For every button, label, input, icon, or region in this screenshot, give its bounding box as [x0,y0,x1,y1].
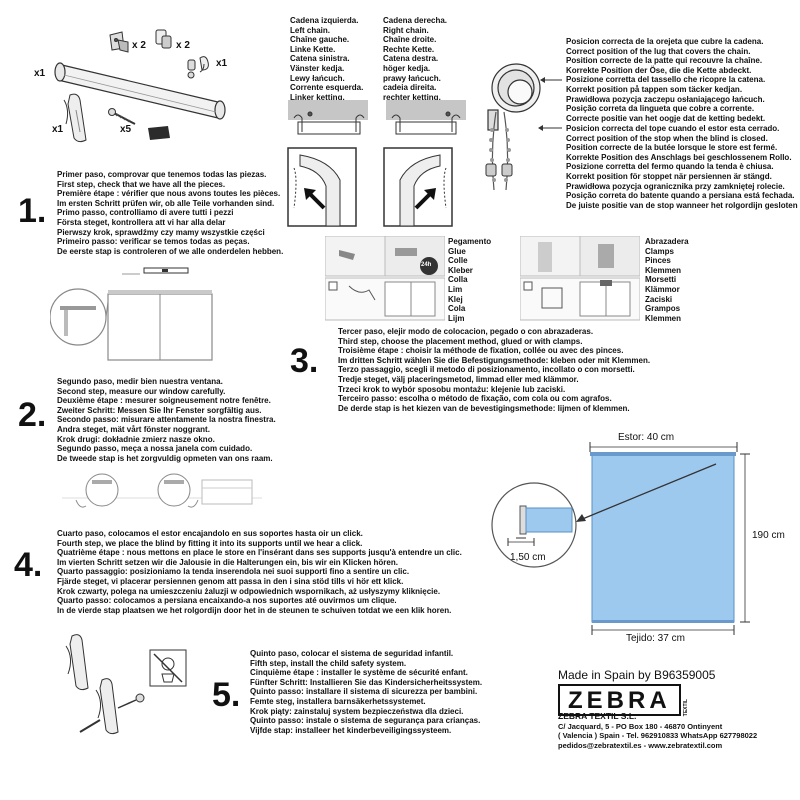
child-safety-illustration [58,628,198,748]
level-tool-icon [143,267,189,274]
company-info: ZEBRA TEXTIL S.L. C/ Jacquard, 5 - PO Bo… [558,711,758,750]
screw-icon [79,693,145,733]
tejido-width-label: Tejido: 37 cm [626,633,685,644]
qty-clip: x1 [52,124,64,135]
window-measure-illustration [50,262,215,362]
child-warning-icon [149,649,187,687]
qty-stopper: x1 [216,58,228,69]
step5-number: 5. [212,676,241,714]
glue-method-illustration: 24h [325,236,445,321]
lug-position-text: Posicion correcta de la orejeta que cubr… [566,37,766,123]
step3-text: Tercer paso, elejir modo de colocacion, … [338,327,651,413]
step1-number: 1. [18,192,47,230]
step2-number: 2. [18,396,47,434]
brand-name: ZEBRA [558,684,681,716]
qty-main: x1 [34,68,46,79]
blind-height-label: 190 cm [752,530,785,541]
stop-bead-icon [485,163,513,177]
stopper-icon [187,56,209,79]
step1-text: Primer paso, comprovar que tenemos todas… [57,170,284,256]
adhesive-pad-icon [148,126,170,140]
roller-tube-icon [54,62,226,120]
stop-position-text: Posicion correcta del tope cuando el est… [566,124,800,210]
made-in-spain: Made in Spain by B96359005 [558,668,716,682]
safety-clip-icon [63,93,87,143]
step3-number: 3. [290,342,319,380]
chain-mechanism-illustration [480,40,565,220]
brand-logo: ZEBRA TEXTIL [558,684,689,716]
gap-label: 1,50 cm [510,552,546,563]
arrow-icon [576,463,717,522]
left-chain-labels: Cadena izquierda.Left chain.Chaîne gauch… [290,16,364,102]
chain-side-illustration [280,100,480,240]
step4-text: Cuarto paso, colocamos el estor encajand… [57,529,462,615]
step2-text: Segundo paso, medir bien nuestra ventana… [57,377,276,463]
arrow-icon [304,188,436,210]
step1-parts-illustration: x1 x 2 x 2 x1 x1 x5 [34,20,270,150]
estor-width-label: Estor: 40 cm [618,432,675,443]
glue-24h-badge: 24h [421,262,432,268]
qty-caps: x 2 [176,40,190,51]
right-chain-labels: Cadena derecha.Right chain.Chaîne droite… [383,16,448,102]
qty-brackets: x 2 [132,40,146,51]
mounting-illustration [62,470,262,525]
bracket-icon [109,31,129,53]
qty-screws: x5 [120,124,132,135]
screw-icon [108,108,136,125]
end-cap-icon [155,29,172,49]
step5-text: Quinto paso, colocar el sistema de segur… [250,649,483,735]
step4-number: 4. [14,546,43,584]
clamp-method-illustration [520,236,640,321]
blind-dimension-diagram: Estor: 40 cm 190 cm Tejido: 37 cm 1,50 c… [480,430,785,650]
